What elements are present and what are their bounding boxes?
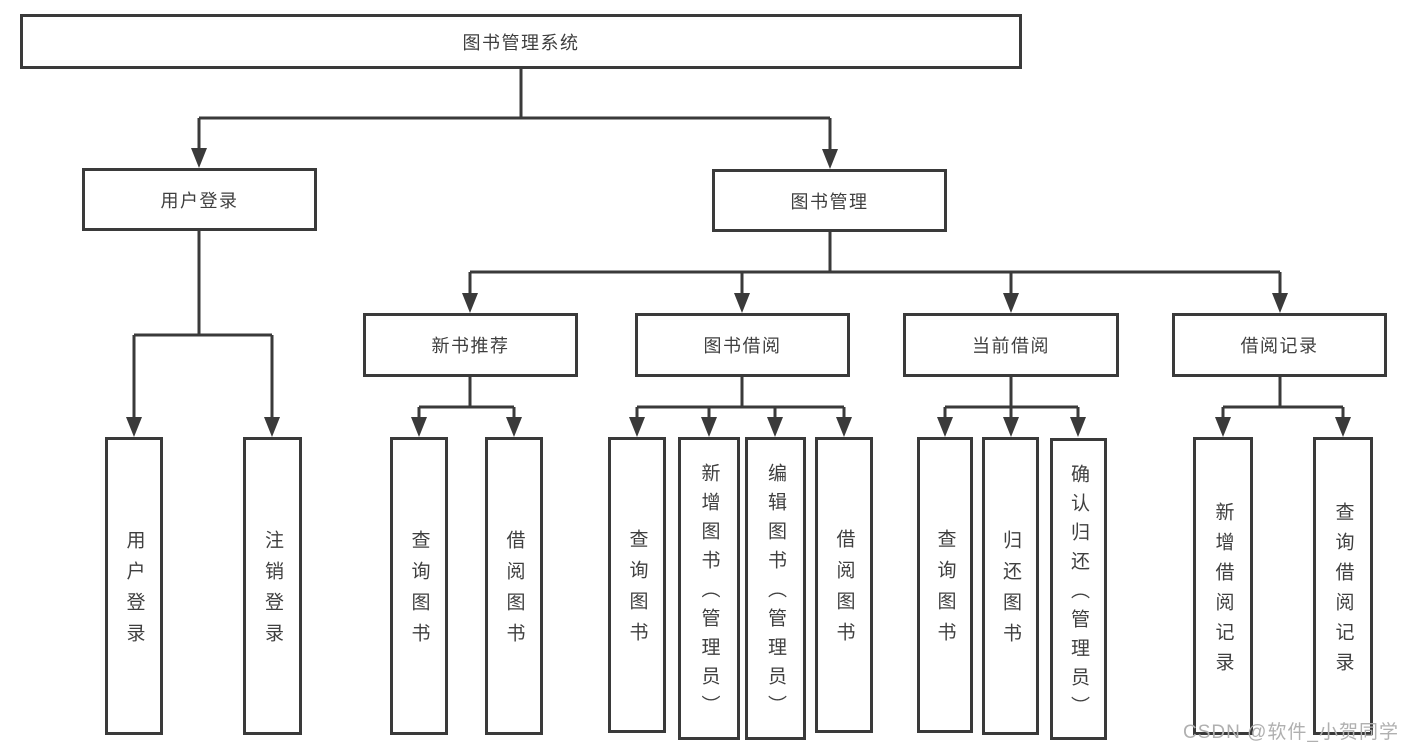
node-current-borrow-label: 当前借阅 <box>972 336 1050 356</box>
leaf-query-borrow-record-label: 查询借阅记录 <box>1332 501 1354 682</box>
node-new-book-recommend-label: 新书推荐 <box>431 336 510 356</box>
node-root-label: 图书管理系统 <box>462 32 580 53</box>
leaf-return-book: 归还图书 <box>982 437 1039 735</box>
leaf-add-borrow-record: 新增借阅记录 <box>1193 437 1253 735</box>
node-book-management-label: 图书管理 <box>790 191 869 212</box>
leaf-edit-book-admin: 编辑图书（管理员） <box>745 437 806 740</box>
node-book-management: 图书管理 <box>712 169 947 232</box>
leaf-add-book-admin-label: 新增图书（管理员） <box>698 463 720 724</box>
leaf-borrow-books-recommend-label: 借阅图书 <box>503 530 525 654</box>
leaf-query-books-borrow: 查询图书 <box>608 437 666 733</box>
arrowheads <box>126 148 1351 437</box>
leaf-query-books-recommend-label: 查询图书 <box>408 530 430 654</box>
node-new-book-recommend: 新书推荐 <box>363 313 578 377</box>
leaf-user-login: 用户登录 <box>105 437 163 735</box>
leaf-user-login-label: 用户登录 <box>123 530 145 654</box>
leaf-borrow-books-recommend: 借阅图书 <box>485 437 543 735</box>
leaf-logout: 注销登录 <box>243 437 302 735</box>
leaf-borrow-books: 借阅图书 <box>815 437 873 733</box>
leaf-query-books-recommend: 查询图书 <box>390 437 448 735</box>
leaf-edit-book-admin-label: 编辑图书（管理员） <box>765 463 786 724</box>
leaf-add-book-admin: 新增图书（管理员） <box>678 437 740 740</box>
leaf-confirm-return-admin: 确认归还（管理员） <box>1050 438 1107 740</box>
node-root: 图书管理系统 <box>20 14 1022 69</box>
leaf-query-books-current: 查询图书 <box>917 437 973 733</box>
node-book-borrow: 图书借阅 <box>635 313 850 377</box>
leaf-add-borrow-record-label: 新增借阅记录 <box>1212 501 1234 682</box>
leaf-query-borrow-record: 查询借阅记录 <box>1313 437 1373 735</box>
node-book-borrow-label: 图书借阅 <box>703 336 782 356</box>
node-current-borrow: 当前借阅 <box>903 313 1119 377</box>
node-user-login-label: 用户登录 <box>160 190 239 211</box>
leaf-borrow-books-label: 借阅图书 <box>833 529 855 653</box>
node-borrow-records: 借阅记录 <box>1172 313 1387 377</box>
node-borrow-records-label: 借阅记录 <box>1240 336 1319 356</box>
watermark: CSDN @软件_小贺同学 <box>1183 722 1399 743</box>
leaf-query-books-current-label: 查询图书 <box>934 529 956 653</box>
leaf-logout-label: 注销登录 <box>262 530 283 654</box>
node-user-login: 用户登录 <box>82 168 317 231</box>
leaf-confirm-return-admin-label: 确认归还（管理员） <box>1068 463 1089 725</box>
leaf-query-books-borrow-label: 查询图书 <box>626 529 648 653</box>
leaf-return-book-label: 归还图书 <box>1000 530 1021 654</box>
